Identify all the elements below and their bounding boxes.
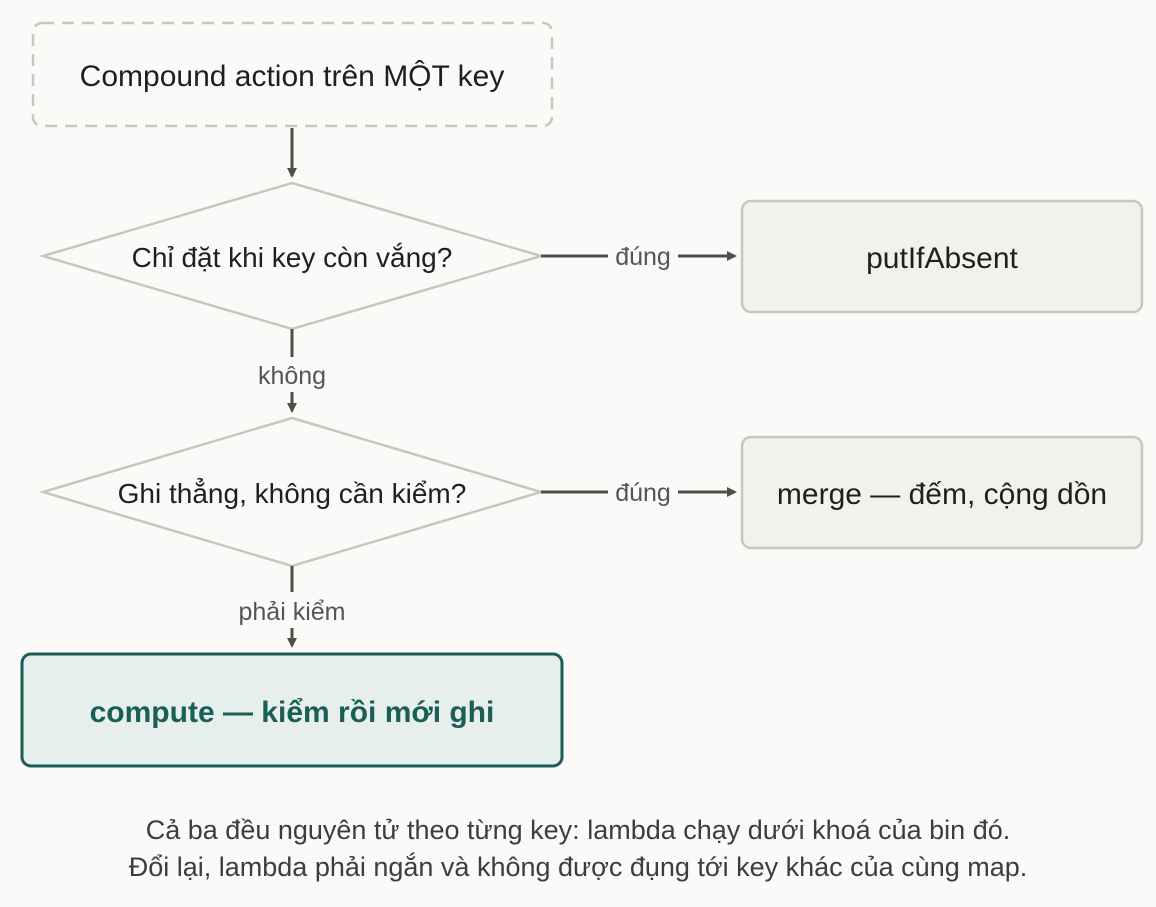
edge-decision1-no: không — [258, 329, 326, 413]
caption-line-1: Cả ba đều nguyên tử theo từng key: lambd… — [145, 815, 1011, 845]
result-node-compute: compute — kiểm rồi mới ghi — [20, 652, 564, 768]
edge-decision2-yes: đúng — [541, 479, 737, 507]
caption: Cả ba đều nguyên tử theo từng key: lambd… — [0, 812, 1156, 886]
edge-label-d1-yes: đúng — [615, 243, 671, 271]
putifabsent-label: putIfAbsent — [866, 242, 1018, 275]
edge-label-d2-no: phải kiểm — [239, 598, 346, 626]
edge-label-d2-yes: đúng — [615, 479, 671, 507]
decision1-label: Chỉ đặt khi key còn vắng? — [132, 242, 453, 273]
compute-label: compute — kiểm rồi mới ghi — [90, 696, 495, 729]
caption-line-2: Đổi lại, lambda phải ngắn và không được … — [128, 852, 1028, 882]
merge-label: merge — đếm, cộng dồn — [777, 478, 1107, 511]
decision-flowchart: Compound action trên MỘT key Chỉ đặt khi… — [20, 21, 1144, 768]
decision-node-2: Ghi thẳng, không cần kiểm? — [38, 416, 546, 568]
edge-label-d1-no: không — [258, 362, 326, 390]
decision2-label: Ghi thẳng, không cần kiểm? — [118, 477, 467, 509]
result-node-merge: merge — đếm, cộng dồn — [740, 435, 1144, 550]
start-label: Compound action trên MỘT key — [80, 59, 505, 93]
result-node-putifabsent: putIfAbsent — [740, 199, 1144, 314]
start-node: Compound action trên MỘT key — [31, 21, 554, 128]
edge-decision2-no: phải kiểm — [239, 566, 346, 648]
decision-node-1: Chỉ đặt khi key còn vắng? — [38, 181, 546, 331]
edge-decision1-yes: đúng — [541, 243, 737, 271]
